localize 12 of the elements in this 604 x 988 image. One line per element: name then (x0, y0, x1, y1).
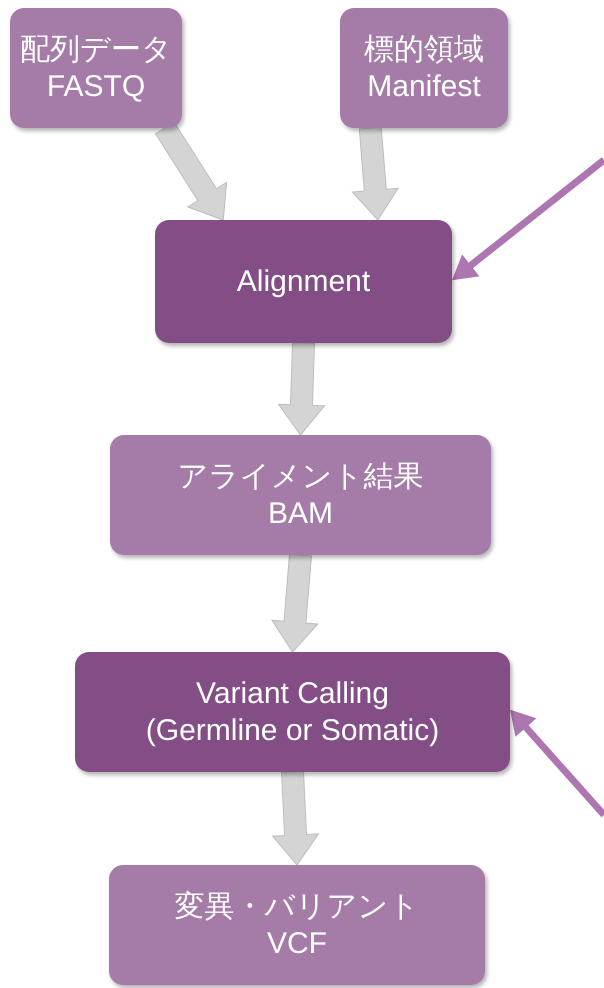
process-box: 標的領域 Manifest (340, 8, 508, 128)
arrow (510, 710, 604, 818)
process-box: Alignment (155, 220, 452, 343)
process-box: 配列データ FASTQ (10, 8, 182, 128)
arrow (271, 554, 319, 653)
arrow (278, 342, 326, 436)
process-box: 変異・バリアント VCF (109, 865, 485, 985)
arrow (452, 157, 604, 280)
process-box: アライメント結果 BAM (110, 435, 491, 555)
arrow (351, 126, 400, 221)
arrow (272, 770, 320, 866)
process-box: Variant Calling (Germline or Somatic) (75, 652, 510, 772)
